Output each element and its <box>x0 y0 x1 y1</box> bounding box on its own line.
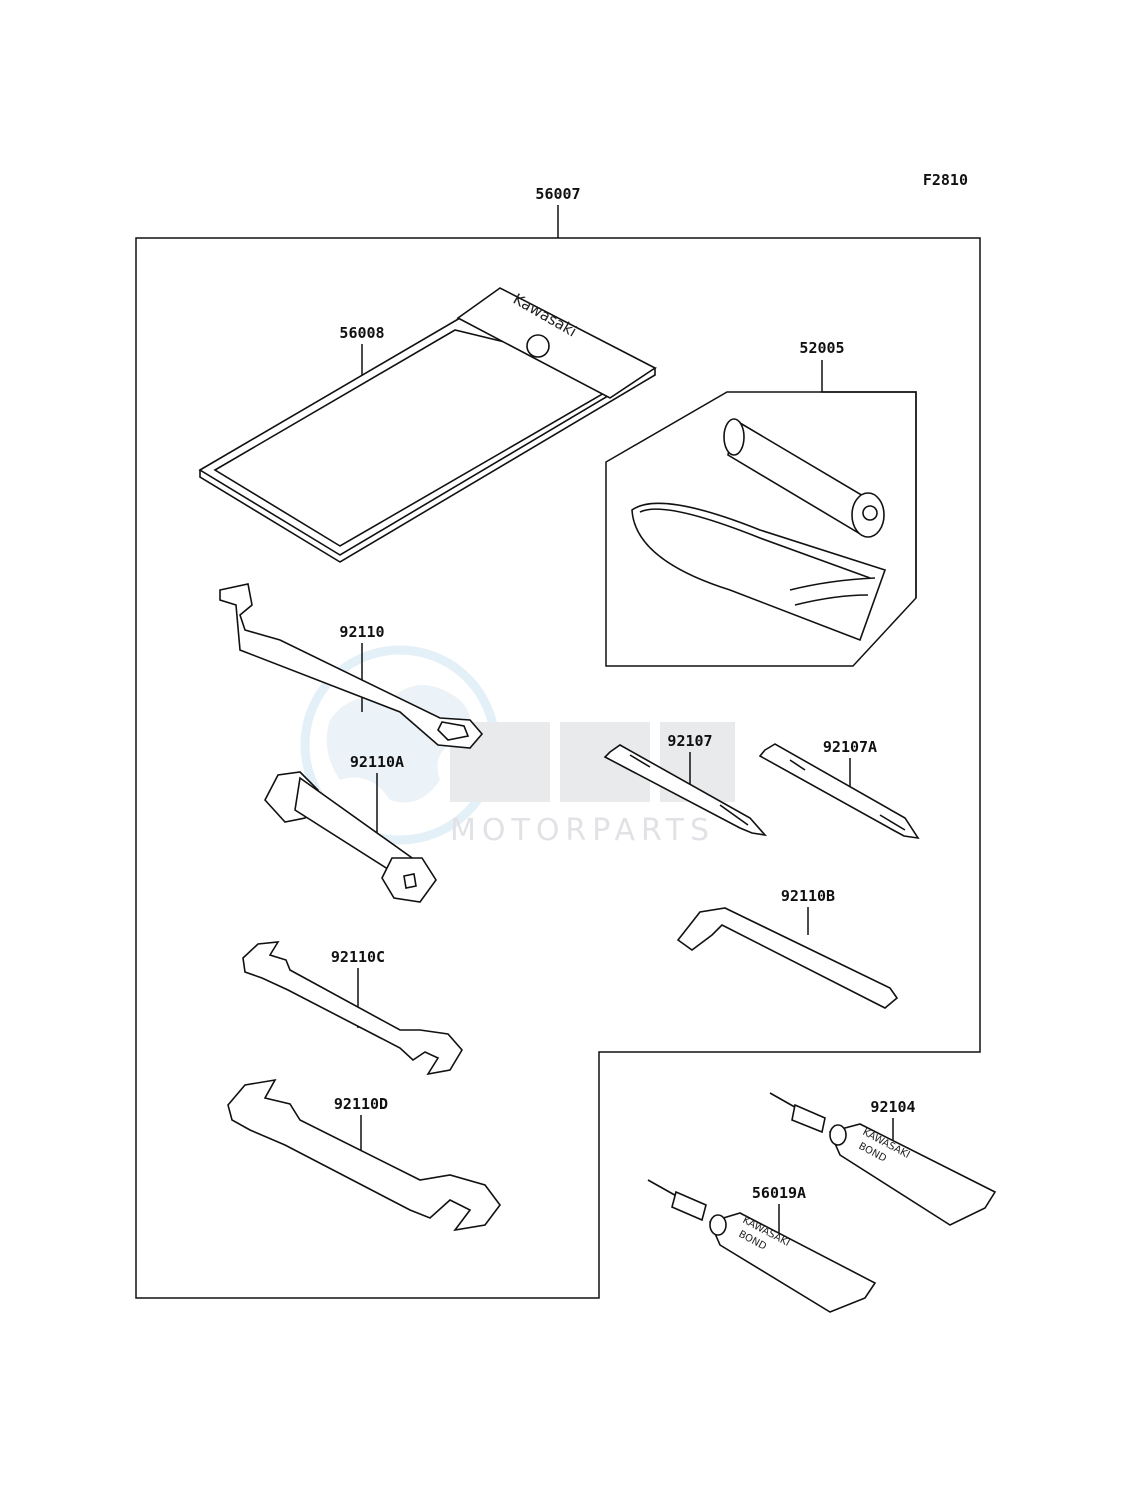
label-52005: 52005 <box>799 339 844 357</box>
hex-key <box>676 907 899 1009</box>
screwdriver-bit-a <box>758 743 920 840</box>
label-92110d: 92110D <box>334 1095 388 1113</box>
open-end-wrench-c <box>242 941 463 1076</box>
label-56007: 56007 <box>535 185 580 203</box>
tool-pouch: Kawasaki <box>198 287 658 563</box>
bond-tube-a: KAWASAKI BOND <box>647 1179 877 1313</box>
label-92110a: 92110A <box>350 753 404 771</box>
label-92107: 92107 <box>667 732 712 750</box>
label-92110b: 92110B <box>781 887 835 905</box>
screwdriver-bit <box>603 744 768 837</box>
label-92107a: 92107A <box>823 738 877 756</box>
label-92104: 92104 <box>870 1098 915 1116</box>
label-56008: 56008 <box>339 324 384 342</box>
open-end-wrench-d <box>227 1078 501 1232</box>
spanner-wrench <box>219 583 484 749</box>
label-92110c: 92110C <box>331 948 385 966</box>
watermark-tagline: MOTORPARTS <box>450 813 715 848</box>
label-92110: 92110 <box>339 623 384 641</box>
figure-code: F2810 <box>923 171 968 189</box>
pump-inset <box>605 391 917 667</box>
plug-wrench <box>264 771 437 903</box>
label-56019a: 56019A <box>752 1184 806 1202</box>
toolkit-frame <box>135 237 981 1299</box>
